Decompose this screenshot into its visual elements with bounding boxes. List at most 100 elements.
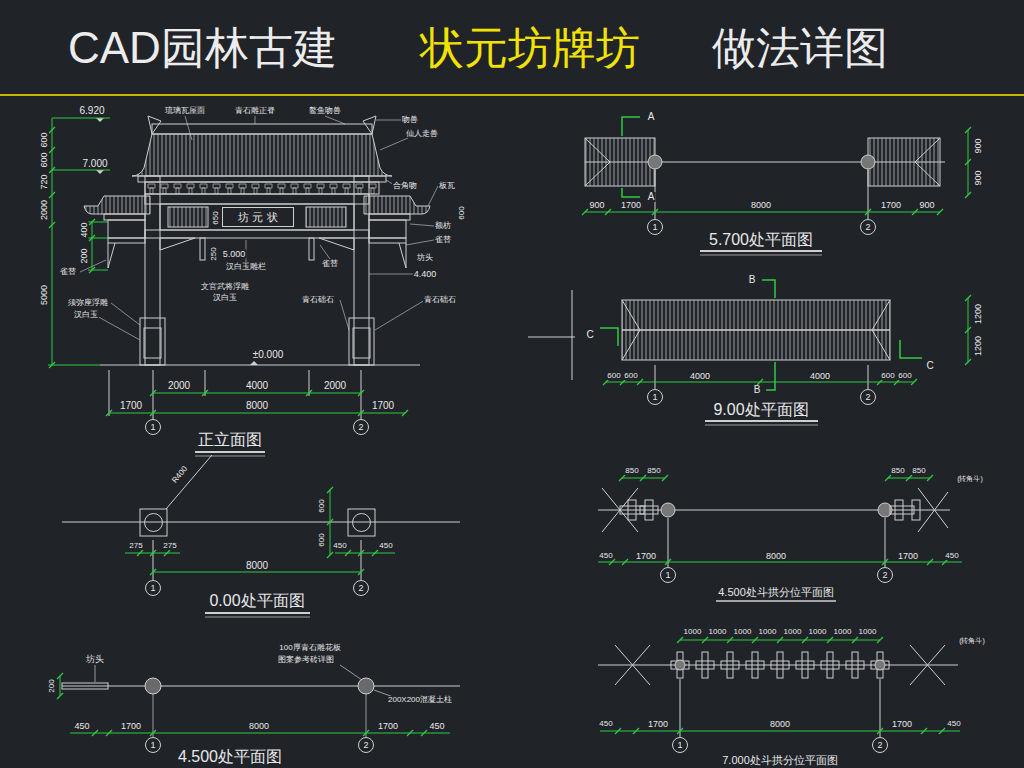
drawing-label: 450	[944, 552, 959, 560]
axis-bubble: 1	[145, 419, 161, 435]
drawing-label: 8000	[765, 552, 787, 561]
dimension-lines	[49, 127, 971, 736]
dimension-lines	[125, 490, 395, 572]
dimension-lines	[702, 637, 708, 643]
drawing-label: (转角斗)	[956, 475, 984, 482]
axis-number: 2	[358, 584, 363, 593]
dimension-lines	[92, 730, 98, 736]
drawing-label: 450	[598, 552, 613, 560]
dimension-lines	[150, 550, 156, 556]
drawing-label: 275	[162, 542, 177, 550]
drawing-label: 900	[588, 201, 605, 210]
view-caption: 4.500处平面图	[177, 749, 283, 765]
dimension-lines	[606, 298, 968, 382]
drawing-label: 青石础石	[423, 296, 457, 304]
drawing-label: 图案参考砖详图	[277, 656, 335, 664]
dimension-lines	[358, 569, 364, 575]
dimension-lines	[965, 127, 971, 133]
drawing-label: B	[753, 385, 762, 395]
plan-views	[622, 300, 890, 360]
drawing-label: 1000	[833, 628, 853, 636]
axis-bubble: 1	[145, 737, 161, 753]
view-caption: 正立面图	[197, 432, 263, 448]
title-rule	[0, 95, 1024, 96]
drawing-label: 青石雕正脊	[234, 107, 276, 115]
archway-elevation	[306, 207, 346, 227]
plan-views	[648, 155, 662, 169]
axis-bubble: 2	[860, 389, 876, 405]
dimension-lines	[372, 550, 378, 556]
plan-views	[655, 365, 868, 389]
leader-lines	[80, 116, 438, 340]
name-plaque: 坊 元 状	[222, 207, 294, 227]
drawing-label: 450	[428, 722, 445, 731]
view-caption: 7.000处斗拱分位平面图	[721, 755, 839, 766]
drawing-label: 400	[80, 221, 89, 238]
drawing-label: 1000	[708, 628, 728, 636]
archway-elevation	[140, 318, 165, 365]
plan-views	[622, 300, 890, 360]
archway-elevation	[138, 176, 386, 182]
archway-elevation	[369, 214, 410, 220]
view-caption: 5.700处平面图	[708, 232, 814, 248]
plan-views	[918, 488, 948, 532]
level-markers	[96, 170, 104, 174]
title-text: 状元坊牌坊	[420, 24, 640, 72]
drawing-label: 坊头	[85, 655, 105, 664]
plan-views	[615, 645, 945, 685]
drawing-label: 汉白玉雕栏	[225, 263, 267, 271]
dimension-lines	[752, 637, 758, 643]
dimension-lines	[605, 209, 611, 215]
axis-number: 2	[358, 423, 363, 432]
axis-number: 2	[865, 223, 870, 232]
archway-elevation	[195, 451, 265, 453]
plan-views	[145, 514, 163, 532]
dimension-lines	[777, 637, 783, 643]
plan-views	[62, 686, 460, 687]
drawing-label: 汉白玉	[73, 311, 99, 319]
archway-elevation	[144, 328, 161, 358]
drawing-label: 1700	[635, 552, 657, 561]
drawing-label: 4.400	[413, 270, 438, 279]
drawing-label: 1200	[974, 303, 983, 325]
plan-views	[358, 678, 374, 694]
axis-bubble: 1	[647, 219, 663, 235]
archway-elevation	[148, 116, 161, 134]
dimension-lines	[965, 359, 971, 365]
drawing-label: 450	[598, 720, 613, 728]
drawing-label: 须弥座浮雕	[67, 299, 109, 307]
plan-views	[145, 678, 161, 694]
drawing-label: 4000	[689, 372, 711, 381]
axis-number: 1	[150, 741, 155, 750]
drawing-label: 鳌鱼吻兽	[308, 107, 342, 115]
dimension-lines	[57, 693, 63, 699]
dimension-lines	[358, 550, 364, 556]
plan-views	[716, 600, 836, 602]
drawing-label: 1700	[647, 720, 669, 729]
dimension-lines	[939, 728, 945, 734]
plan-views	[598, 510, 950, 511]
dimension-lines	[164, 550, 170, 556]
dimension-lines	[327, 552, 333, 558]
drawing-label: A	[647, 192, 656, 202]
plan-views	[661, 503, 675, 517]
dimension-lines	[965, 327, 971, 333]
plan-views	[205, 617, 310, 618]
dimension-lines	[60, 676, 450, 733]
dimension-lines	[49, 192, 55, 198]
plan-views	[771, 652, 789, 678]
drawing-label: 200X200混凝土柱	[387, 696, 453, 704]
plan-views	[705, 425, 818, 426]
axis-bubble: 2	[860, 219, 876, 235]
drawing-label: 900	[974, 169, 983, 186]
leader-lines	[80, 116, 438, 340]
drawing-label: C	[925, 361, 934, 371]
archway-elevation	[363, 116, 376, 134]
view-caption: 4.500处斗拱分位平面图	[717, 587, 835, 598]
dimension-lines	[49, 362, 55, 368]
level-markers	[96, 118, 104, 122]
archway-elevation	[100, 365, 420, 366]
drawing-label: 1000	[683, 628, 703, 636]
dimension-lines	[109, 393, 405, 413]
drawing-label: 雀替	[59, 268, 77, 276]
